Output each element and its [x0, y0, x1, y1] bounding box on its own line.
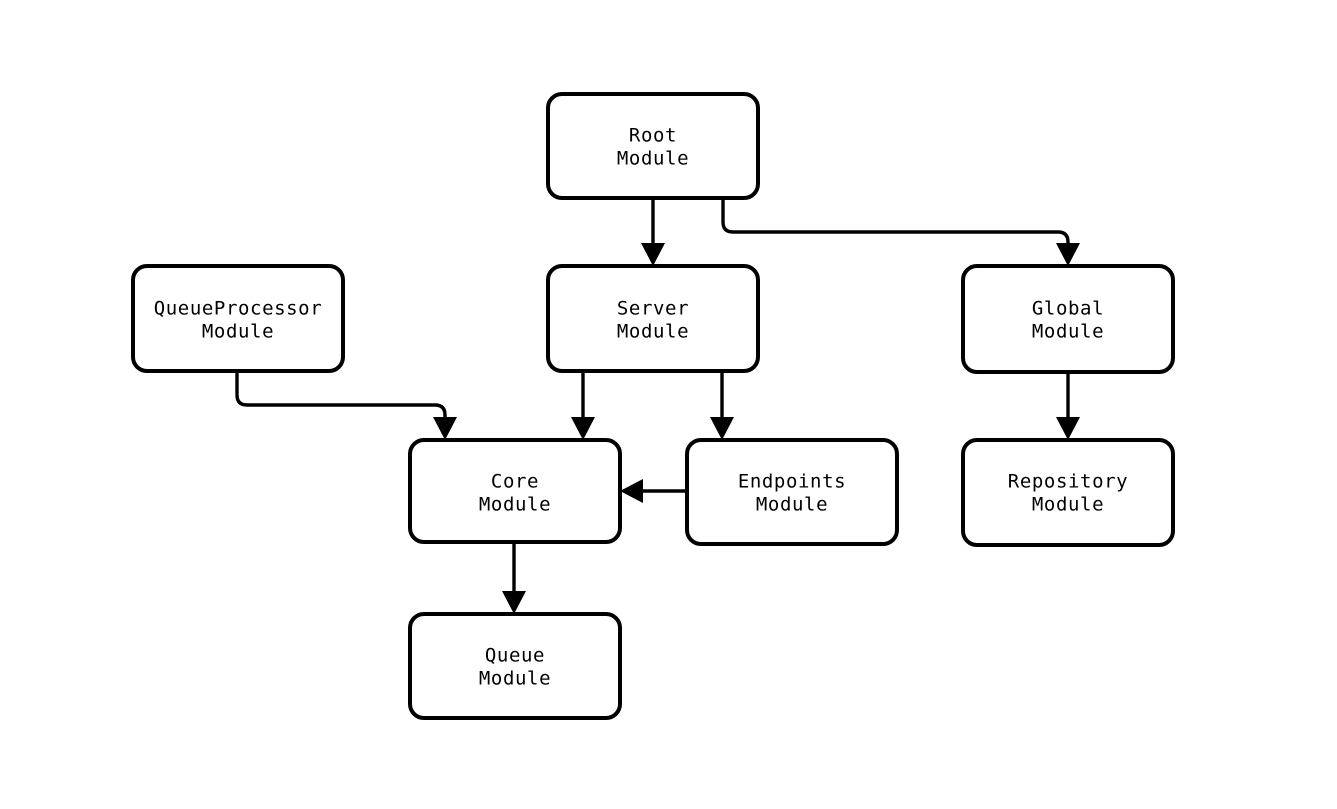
arrowhead-icon — [502, 591, 526, 614]
edge-root-to-server — [641, 198, 665, 266]
node-global-module-box[interactable] — [961, 264, 1175, 374]
arrowhead-icon — [710, 417, 734, 440]
node-queue-module[interactable]: Queue Module — [408, 612, 622, 720]
arrowhead-icon — [620, 479, 643, 503]
edge-global-to-repository — [1056, 372, 1080, 440]
node-endpoints-module[interactable]: Endpoints Module — [685, 438, 899, 546]
node-endpoints-module-label-line1: Endpoints — [738, 471, 846, 493]
node-queueprocessor-module-label-line2: Module — [202, 321, 274, 343]
node-global-module[interactable]: Global Module — [961, 264, 1175, 374]
edge-root-to-global — [721, 198, 1080, 266]
node-queue-module-label-line1: Queue — [485, 645, 545, 667]
node-root-module-label-line1: Root — [629, 125, 677, 147]
node-endpoints-module-box[interactable] — [685, 438, 899, 546]
node-server-module-box[interactable] — [546, 264, 760, 373]
node-root-module-label-line2: Module — [617, 148, 689, 170]
node-queueprocessor-module[interactable]: QueueProcessor Module — [131, 264, 345, 373]
node-repository-module-box[interactable] — [961, 438, 1175, 547]
edge-queueprocessor-to-core — [235, 371, 457, 440]
edge-server-to-endpoints — [710, 371, 734, 440]
node-endpoints-module-label-line2: Module — [756, 494, 828, 516]
edge-root-to-global-line — [721, 198, 1070, 252]
node-root-module-box[interactable] — [546, 92, 760, 200]
node-core-module[interactable]: Core Module — [408, 438, 622, 544]
node-root-module[interactable]: Root Module — [546, 92, 760, 200]
node-repository-module-label-line2: Module — [1032, 494, 1104, 516]
arrowhead-icon — [1056, 243, 1080, 266]
node-core-module-label-line1: Core — [491, 471, 539, 493]
node-server-module-label-line2: Module — [617, 321, 689, 343]
node-queueprocessor-module-box[interactable] — [131, 264, 345, 373]
node-global-module-label-line2: Module — [1032, 321, 1104, 343]
node-global-module-label-line1: Global — [1032, 298, 1104, 320]
arrowhead-icon — [433, 417, 457, 440]
node-queue-module-label-line2: Module — [479, 668, 551, 690]
node-repository-module[interactable]: Repository Module — [961, 438, 1175, 547]
edge-endpoints-to-core — [620, 479, 687, 503]
node-server-module-label-line1: Server — [617, 298, 689, 320]
node-queue-module-box[interactable] — [408, 612, 622, 720]
node-repository-module-label-line1: Repository — [1008, 471, 1128, 493]
edge-core-to-queue — [502, 542, 526, 614]
arrowhead-icon — [1056, 417, 1080, 440]
node-core-module-label-line2: Module — [479, 494, 551, 516]
node-queueprocessor-module-label-line1: QueueProcessor — [154, 298, 323, 320]
node-core-module-box[interactable] — [408, 438, 622, 544]
edge-server-to-core — [571, 371, 595, 440]
edge-queueprocessor-to-core-line — [235, 371, 447, 426]
node-server-module[interactable]: Server Module — [546, 264, 760, 373]
arrowhead-icon — [641, 243, 665, 266]
arrowhead-icon — [571, 417, 595, 440]
